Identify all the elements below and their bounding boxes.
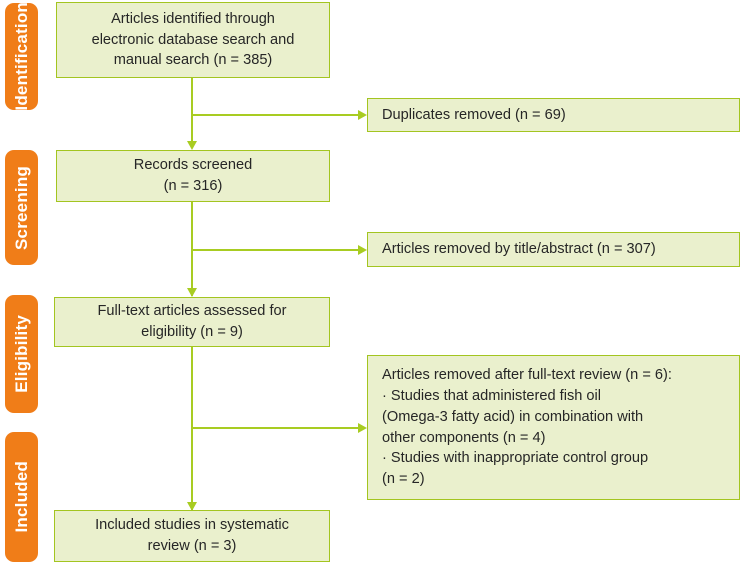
stage-tab-eligibility[interactable]: Eligibility [5, 295, 38, 413]
arrowhead-right-to-removed-fulltext [358, 422, 367, 433]
box-included-studies[interactable]: Included studies in systematic review (n… [54, 510, 330, 562]
connector-fulltext-to-removed-fulltext [191, 427, 363, 429]
connector-fulltext-to-included [191, 347, 193, 511]
stage-tab-identification-label: Identification [12, 2, 31, 111]
box-removed-title-abstract-text: Articles removed by title/abstract (n = … [382, 241, 656, 258]
box-fulltext-assessed-text: Full-text articles assessed for eligibil… [97, 303, 287, 340]
box-records-screened-text: Records screened (n = 316) [133, 157, 253, 194]
stage-tab-screening[interactable]: Screening [5, 150, 38, 265]
box-articles-identified[interactable]: Articles identified through electronic d… [56, 2, 330, 78]
arrowhead-down-to-included [186, 502, 197, 511]
arrowhead-down-to-fulltext [186, 288, 197, 297]
box-removed-title-abstract[interactable]: Articles removed by title/abstract (n = … [367, 232, 740, 267]
arrowhead-right-to-duplicates [358, 109, 367, 120]
stage-tab-screening-label: Screening [12, 165, 31, 250]
arrowhead-down-to-screened [186, 141, 197, 150]
box-duplicates-removed-text: Duplicates removed (n = 69) [382, 106, 566, 123]
connector-identified-to-duplicates [191, 114, 363, 116]
connector-identified-to-screened [191, 78, 193, 142]
stage-tab-included[interactable]: Included [5, 432, 38, 562]
stage-tab-eligibility-label: Eligibility [12, 315, 31, 393]
stage-tab-included-label: Included [12, 461, 31, 533]
box-articles-identified-text: Articles identified through electronic d… [91, 10, 295, 69]
box-fulltext-assessed[interactable]: Full-text articles assessed for eligibil… [54, 297, 330, 347]
box-duplicates-removed[interactable]: Duplicates removed (n = 69) [367, 98, 740, 132]
box-included-studies-text: Included studies in systematic review (n… [95, 517, 289, 554]
box-removed-after-fulltext[interactable]: Articles removed after full-text review … [367, 355, 740, 500]
box-records-screened[interactable]: Records screened (n = 316) [56, 150, 330, 202]
arrowhead-right-to-title-abstract [358, 244, 367, 255]
stage-tab-identification[interactable]: Identification [5, 2, 38, 111]
connector-screened-to-title-abstract [191, 249, 363, 251]
box-removed-after-fulltext-text: Articles removed after full-text review … [382, 367, 672, 487]
